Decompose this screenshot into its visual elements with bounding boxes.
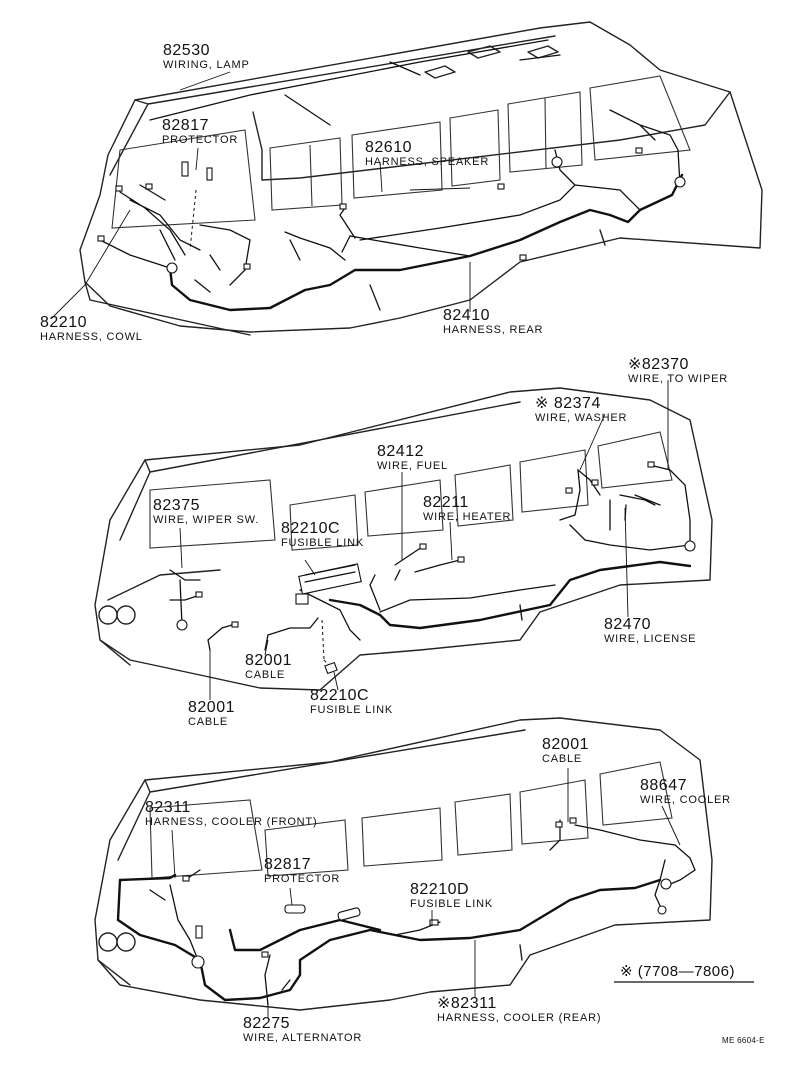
van-top-illustration: [79, 21, 763, 336]
part-number: 82470: [604, 616, 651, 633]
van-bottom-wiring: [116, 817, 696, 1006]
part-description: FUSIBLE LINK: [281, 537, 364, 549]
part-description: WIRE, WASHER: [535, 412, 628, 424]
part-number: 82210C: [281, 520, 341, 537]
date-note-underline: [614, 981, 754, 983]
part-description: WIRE, LICENSE: [604, 633, 697, 645]
part-description: WIRE, TO WIPER: [628, 373, 729, 385]
part-description: PROTECTOR: [264, 873, 341, 885]
part-description: WIRE, WIPER SW.: [153, 514, 260, 526]
part-number: 88647: [640, 777, 687, 794]
part-description: WIRE, ALTERNATOR: [243, 1032, 363, 1044]
part-description: FUSIBLE LINK: [410, 898, 493, 910]
date-range-note: ※ (7708—7806): [620, 963, 735, 980]
figure-code: ME 6604-E: [722, 1036, 765, 1045]
part-number: 82412: [377, 443, 424, 460]
part-description: CABLE: [188, 716, 229, 728]
van-middle-wiring: [169, 461, 696, 675]
part-number: 82817: [264, 856, 311, 873]
part-number: 82211: [423, 494, 469, 511]
part-number: 82817: [162, 117, 209, 134]
part-description: WIRE, COOLER: [640, 794, 731, 806]
part-number: ※82311: [437, 995, 497, 1012]
part-description: WIRE, FUEL: [377, 460, 448, 472]
part-description: PROTECTOR: [162, 134, 239, 146]
part-description: WIRING, LAMP: [163, 59, 250, 71]
part-description: FUSIBLE LINK: [310, 704, 393, 716]
part-number: 82610: [365, 139, 412, 156]
part-description: HARNESS, COOLER (FRONT): [145, 816, 318, 828]
part-description: WIRE, HEATER: [423, 511, 512, 523]
part-description: CABLE: [245, 669, 286, 681]
part-description: CABLE: [542, 753, 583, 765]
part-number: 82210D: [410, 881, 470, 898]
part-description: HARNESS, REAR: [443, 324, 544, 336]
part-number: 82311: [145, 799, 191, 816]
van-top-wiring: [97, 39, 686, 312]
part-number: 82210: [40, 314, 87, 331]
part-number: 82001: [542, 736, 589, 753]
part-description: HARNESS, SPEAKER: [365, 156, 490, 168]
part-number: ※82370: [628, 356, 689, 373]
part-number: 82375: [153, 497, 200, 514]
part-number: 82001: [188, 699, 235, 716]
part-description: HARNESS, COWL: [40, 331, 143, 343]
part-number: 82210C: [310, 687, 370, 704]
callout-leader-lines: [51, 71, 681, 1018]
van-middle-illustration: [94, 387, 713, 691]
part-number: 82530: [163, 42, 210, 59]
part-number: 82275: [243, 1015, 290, 1032]
van-bottom-illustration: [94, 717, 713, 1011]
part-description: HARNESS, COOLER (REAR): [437, 1012, 602, 1024]
part-number: 82001: [245, 652, 292, 669]
part-number: 82410: [443, 307, 490, 324]
part-number: ※ 82374: [535, 395, 601, 412]
